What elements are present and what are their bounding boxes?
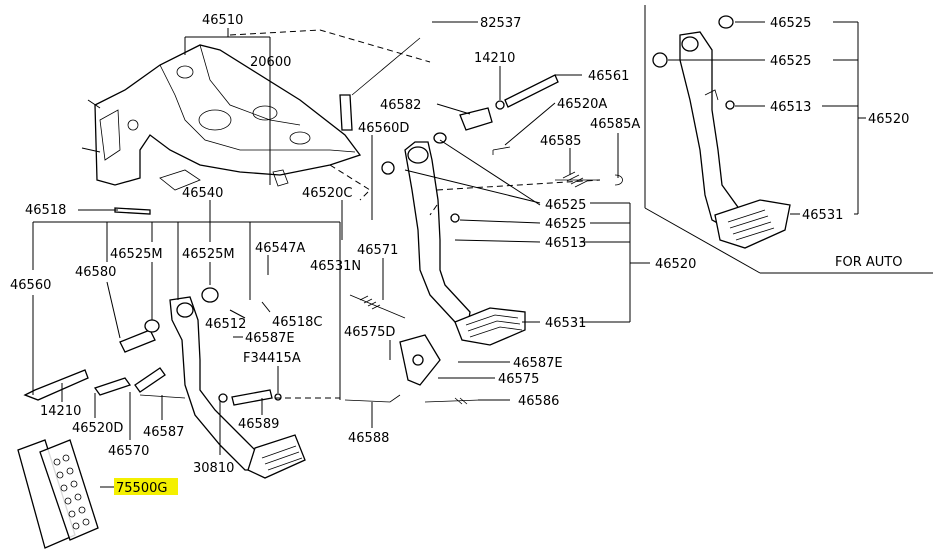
label-20600[interactable]: 20600 <box>250 55 291 70</box>
label-46525-right-1[interactable]: 46525 <box>770 16 811 31</box>
label-46520d[interactable]: 46520D <box>72 421 123 436</box>
label-46520-right[interactable]: 46520 <box>868 112 909 127</box>
label-46588[interactable]: 46588 <box>348 431 389 446</box>
label-46520c[interactable]: 46520C <box>302 186 352 201</box>
label-46518c[interactable]: 46518C <box>272 315 322 330</box>
label-46586[interactable]: 46586 <box>518 394 559 409</box>
label-46513-mid[interactable]: 46513 <box>545 236 586 251</box>
clutch-pedal-drawing <box>339 37 623 346</box>
label-46560d[interactable]: 46560D <box>358 121 409 136</box>
pedal-pad-drawing <box>17 439 99 549</box>
label-30810[interactable]: 30810 <box>193 461 234 476</box>
label-46518[interactable]: 46518 <box>25 203 66 218</box>
label-46582[interactable]: 46582 <box>380 98 421 113</box>
leader-lines <box>32 21 866 488</box>
label-46525-right-2[interactable]: 46525 <box>770 54 811 69</box>
label-46575d[interactable]: 46575D <box>344 325 395 340</box>
label-46512[interactable]: 46512 <box>205 317 246 332</box>
label-14210-top[interactable]: 14210 <box>474 51 515 66</box>
label-46575[interactable]: 46575 <box>498 372 539 387</box>
label-f34415a[interactable]: F34415A <box>243 351 301 366</box>
label-46585[interactable]: 46585 <box>540 134 581 149</box>
label-46525-mid-2[interactable]: 46525 <box>545 217 586 232</box>
label-46561[interactable]: 46561 <box>588 69 629 84</box>
label-46520-mid[interactable]: 46520 <box>655 257 696 272</box>
label-46547a[interactable]: 46547A <box>255 241 305 256</box>
label-46580[interactable]: 46580 <box>75 265 116 280</box>
label-46525m-b[interactable]: 46525M <box>182 247 235 262</box>
label-46531-mid[interactable]: 46531 <box>545 316 586 331</box>
label-46520a[interactable]: 46520A <box>557 97 607 112</box>
label-46570[interactable]: 46570 <box>108 444 149 459</box>
label-46585a[interactable]: 46585A <box>590 117 640 132</box>
label-46510[interactable]: 46510 <box>202 13 243 28</box>
label-46525-mid-1[interactable]: 46525 <box>545 198 586 213</box>
label-46531-right[interactable]: 46531 <box>802 208 843 223</box>
label-75500g[interactable]: 75500G <box>116 481 167 496</box>
label-46587[interactable]: 46587 <box>143 425 184 440</box>
pedal-bracket-drawing <box>81 44 362 191</box>
label-82537[interactable]: 82537 <box>480 16 521 31</box>
auto-pedal-drawing <box>652 15 791 249</box>
label-46560[interactable]: 46560 <box>10 278 51 293</box>
label-46531n[interactable]: 46531N <box>310 259 361 274</box>
part-labels: 46510 20600 82537 14210 46561 46582 4652… <box>10 13 909 496</box>
label-46513-right[interactable]: 46513 <box>770 100 811 115</box>
label-46540[interactable]: 46540 <box>182 186 223 201</box>
label-46587e-a[interactable]: 46587E <box>245 331 295 346</box>
label-46525m-a[interactable]: 46525M <box>110 247 163 262</box>
label-14210-bottom[interactable]: 14210 <box>40 404 81 419</box>
label-46589[interactable]: 46589 <box>238 417 279 432</box>
label-46587e-b[interactable]: 46587E <box>513 356 563 371</box>
label-46571[interactable]: 46571 <box>357 243 398 258</box>
for-auto-caption: FOR AUTO <box>835 255 902 270</box>
